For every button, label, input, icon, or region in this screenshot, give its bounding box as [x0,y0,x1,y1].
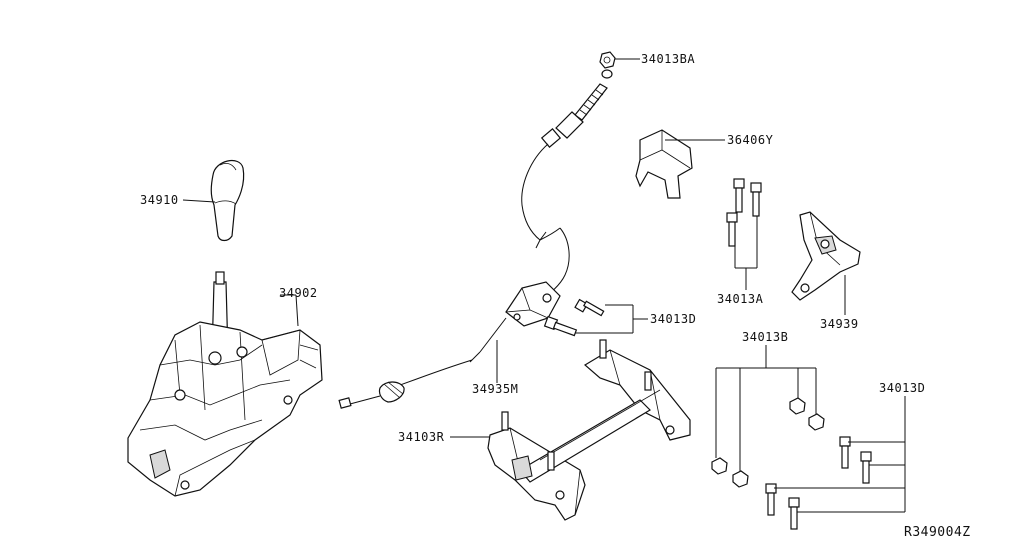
bolts-34013D-top [543,298,605,337]
label-34013D-right: 34013D [879,381,925,395]
label-34939: 34939 [820,317,859,331]
nuts-34013B [711,397,825,488]
label-34013BA: 34013BA [641,52,695,66]
label-34935M: 34935M [472,382,518,396]
shifter-base-assembly [127,271,323,497]
label-34902: 34902 [279,286,318,300]
control-cable [338,83,608,409]
nut-34013BA [599,51,616,79]
bracket-34939 [791,211,861,301]
reference-code: R349004Z [904,525,971,540]
label-34013B: 34013B [742,330,788,344]
label-36406Y: 36406Y [727,133,774,147]
shift-knob [210,159,245,242]
label-34103R: 34103R [398,430,445,444]
leader-34910 [182,199,216,203]
bolts-34013D-right [765,436,872,530]
leader-34902-b [295,294,299,327]
bolts-34013A [726,178,762,247]
label-34910: 34910 [140,193,179,207]
bracket-34103R [487,339,691,521]
bracket-36406Y [635,129,693,199]
label-34013A: 34013A [717,292,764,306]
label-34013D-top: 34013D [650,312,696,326]
